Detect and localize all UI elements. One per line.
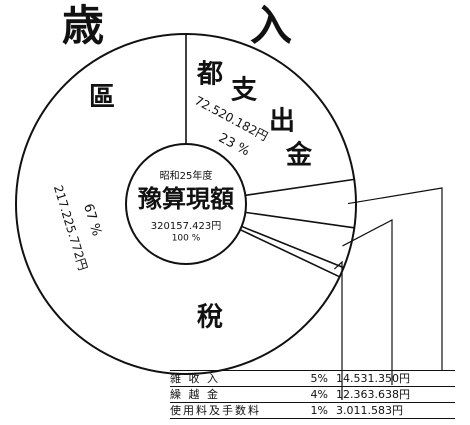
legend-amount: 14.531.350円: [336, 372, 410, 385]
slice-label-char: 支: [231, 76, 257, 106]
legend-row-carryover: 繰 越 金 4% 12.363.638円: [170, 387, 455, 403]
center-title-label: 豫算現額: [138, 185, 234, 213]
chart-title-left: 歳: [62, 1, 105, 50]
center-percent-label: 100 %: [172, 234, 201, 244]
legend-percent: 4%: [310, 388, 328, 401]
slice-label-char: 區: [89, 83, 115, 113]
legend-percent: 1%: [310, 404, 328, 417]
legend-row-misc-income: 雑 收 入 5% 14.531.350円: [170, 370, 455, 387]
leader-line-1: [347, 187, 443, 370]
leader-line-3: [333, 260, 343, 400]
slice-percent-label: 67 %: [80, 202, 104, 238]
center-total-label: 320157.423円: [151, 221, 221, 232]
legend-row-fees: 使用料及手数料 1% 3.011.583円: [170, 403, 455, 419]
pie-slice-1-boundary: [245, 178, 355, 197]
slice-value-label: 217.225.772円: [51, 184, 90, 273]
slice-label-char: 稅: [197, 303, 223, 333]
legend-name: 使用料及手数料: [170, 404, 261, 417]
pie-slice-3-boundary: [241, 225, 344, 269]
legend-name: 繰 越 金: [170, 388, 220, 401]
legend-name: 雑 收 入: [170, 372, 220, 385]
slice-label-char: 出: [269, 107, 295, 137]
pie-slice-4-boundary: [239, 228, 340, 278]
slice-label-char: 都: [196, 60, 223, 90]
pie-slice-2-boundary: [245, 211, 355, 229]
slice-label-char: 金: [285, 140, 313, 171]
leader-line-2: [342, 219, 393, 385]
chart-title-right: 入: [250, 1, 293, 50]
center-year-label: 昭和25年度: [160, 169, 213, 182]
legend-table: 雑 收 入 5% 14.531.350円 繰 越 金 4% 12.363.638…: [170, 370, 455, 419]
legend-amount: 3.011.583円: [336, 404, 403, 417]
legend-percent: 5%: [310, 372, 328, 385]
legend-amount: 12.363.638円: [336, 388, 410, 401]
